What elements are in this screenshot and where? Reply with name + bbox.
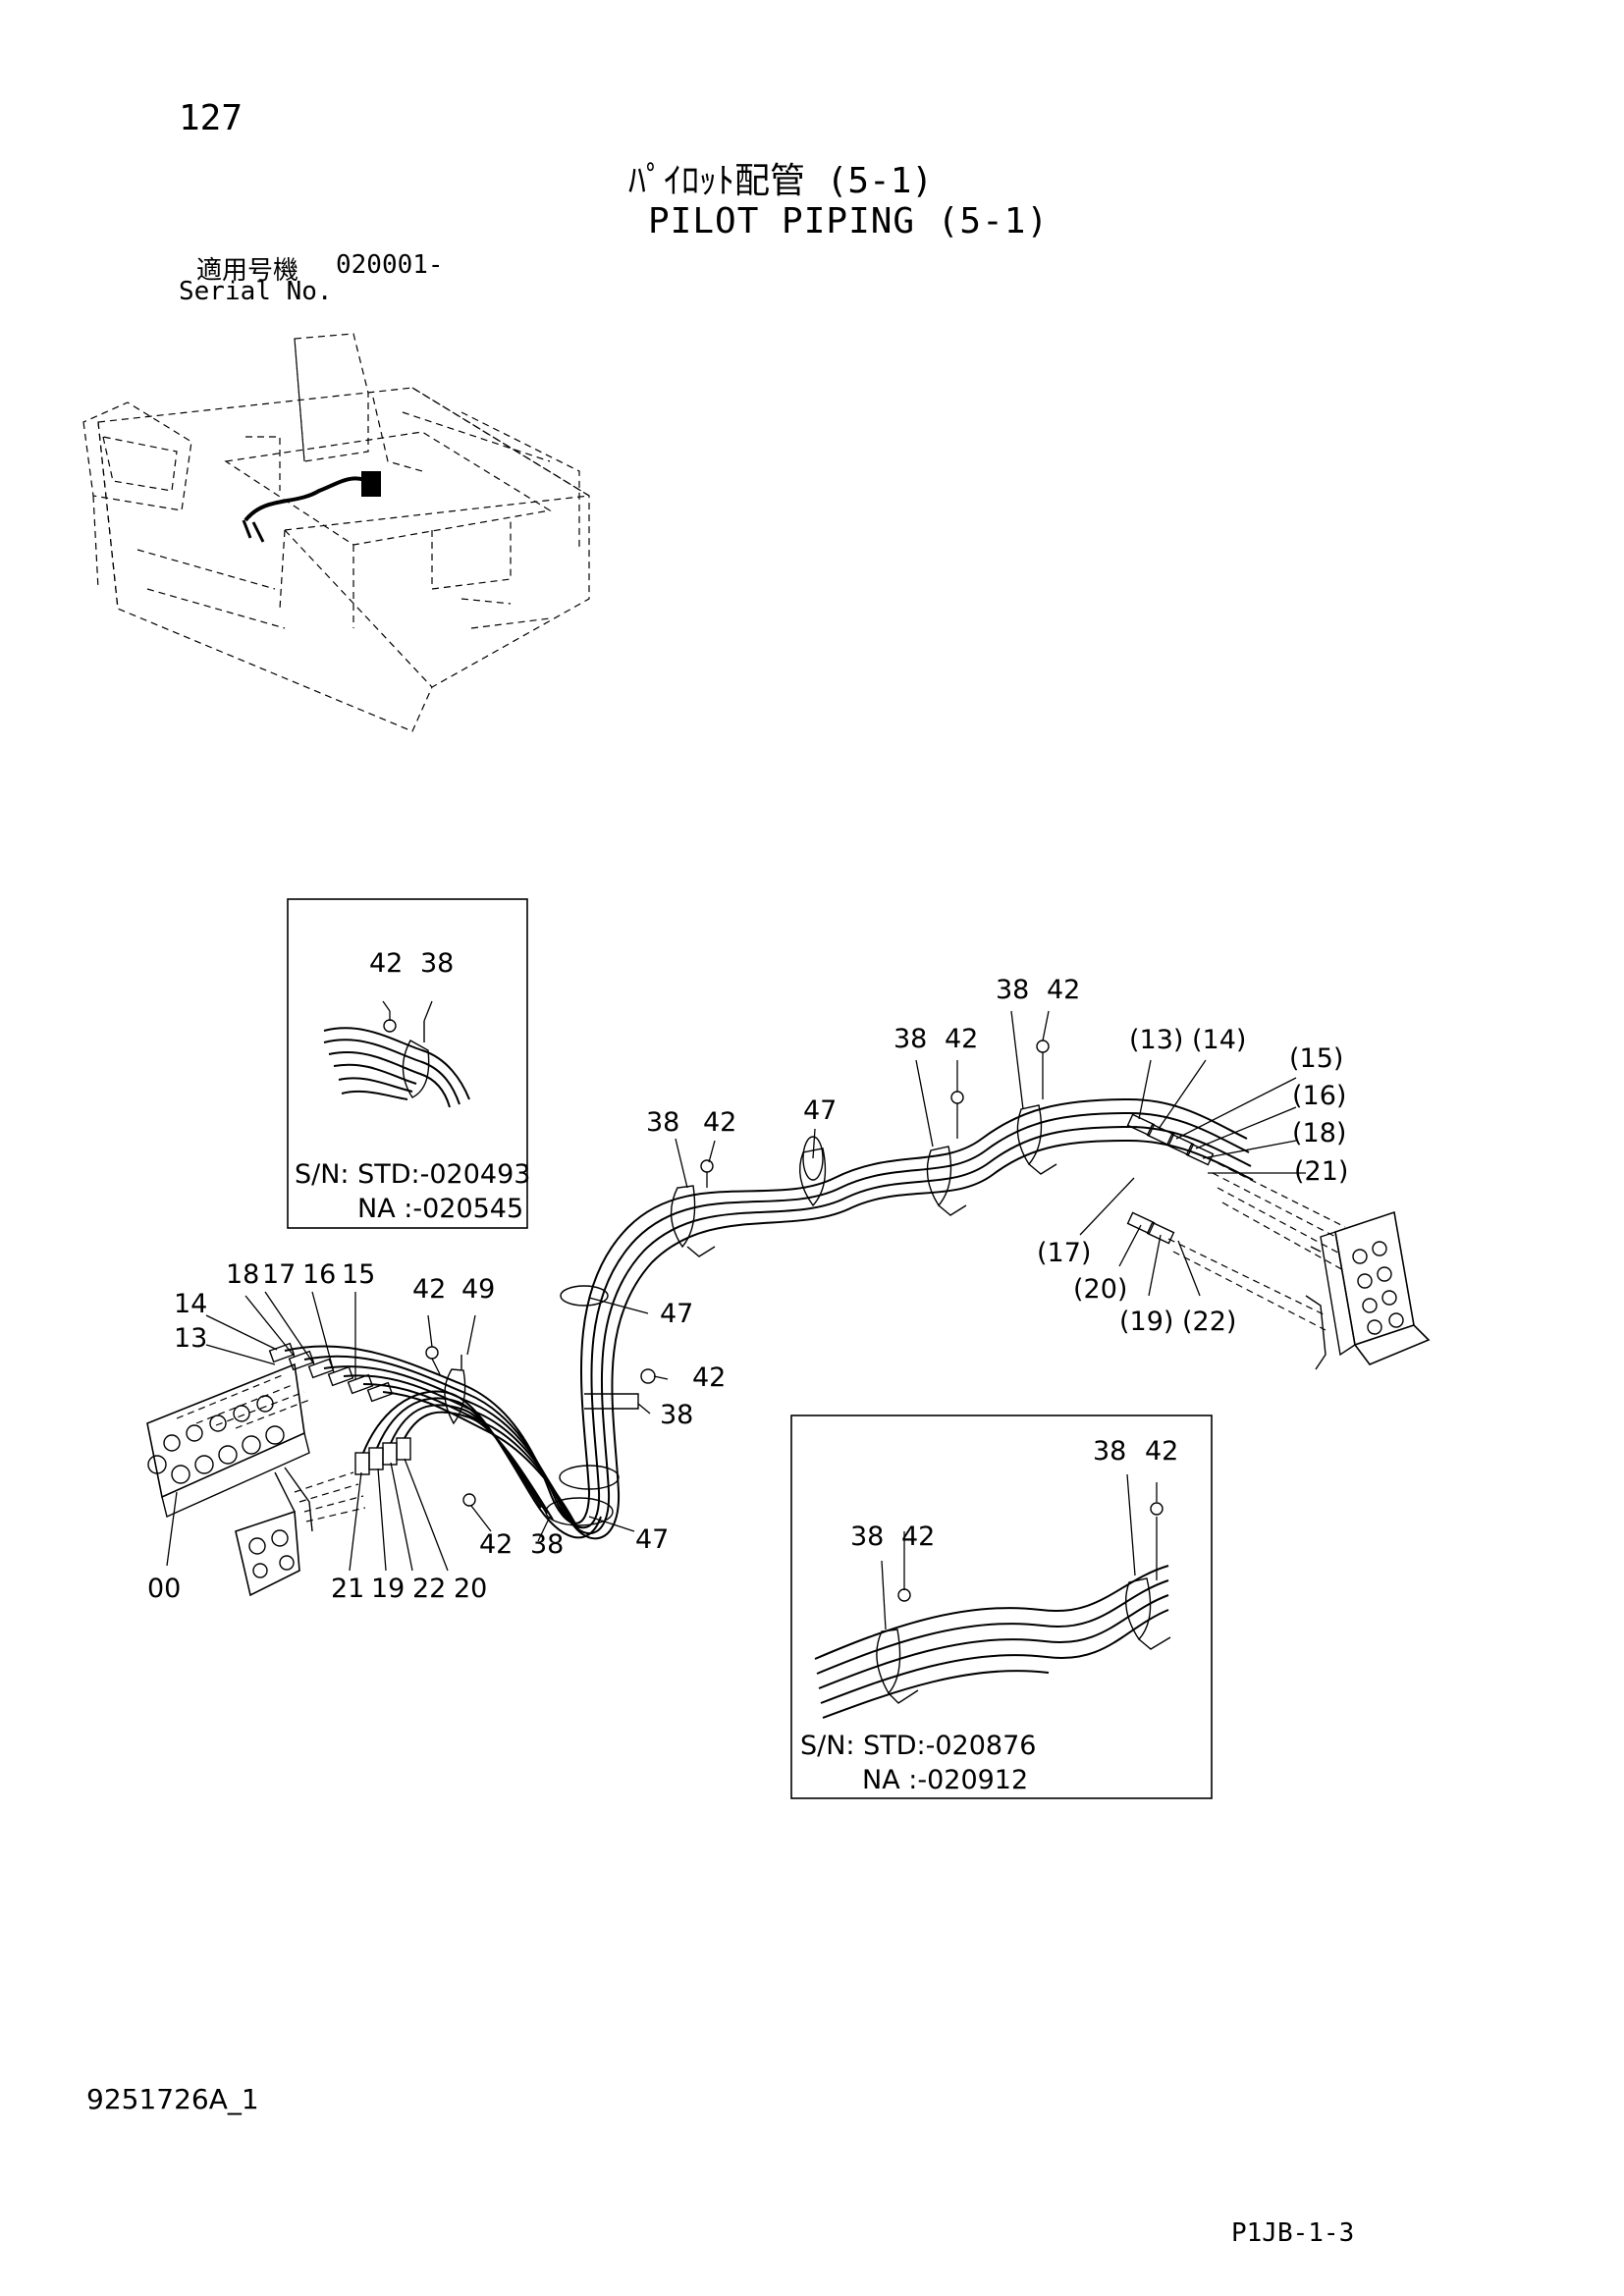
leader-lines xyxy=(166,1010,1306,1572)
hose-clamps xyxy=(444,1104,1057,1526)
hose-fittings-right xyxy=(1126,1113,1346,1331)
hose-bundle xyxy=(284,1097,1254,1540)
callout-15: (15) xyxy=(1289,1043,1343,1074)
inset-clamp-detail-early: 42 38 S/N: STD:-020493 NA :-020545 xyxy=(287,898,530,1229)
callout-49: 49 xyxy=(461,1274,495,1305)
callout-38: 38 xyxy=(996,975,1029,1005)
machine-overview-illustration xyxy=(82,333,590,732)
page-number: 127 xyxy=(179,98,244,138)
inset-serial-note: S/N: STD:-020876 xyxy=(800,1731,1036,1761)
inset-frame xyxy=(287,898,528,1229)
callout-16: 16 xyxy=(302,1259,336,1290)
callout-47: 47 xyxy=(635,1524,669,1555)
callout-21: (21) xyxy=(1294,1156,1348,1187)
inset-serial-note: NA :-020912 xyxy=(862,1765,1028,1795)
callout-47: 47 xyxy=(660,1299,693,1329)
callout-14: 14 xyxy=(174,1289,207,1319)
callout-21: 21 xyxy=(331,1574,364,1604)
inset-frame xyxy=(790,1415,1213,1799)
callout-13-14: (13) (14) xyxy=(1129,1025,1246,1055)
callout-22: 22 xyxy=(412,1574,446,1604)
inset-serial-note: S/N: STD:-020493 xyxy=(295,1159,530,1190)
callout-42: 42 xyxy=(703,1107,736,1138)
callout-16: (16) xyxy=(1292,1081,1346,1111)
callout-42: 42 xyxy=(1145,1436,1178,1467)
callout-38: 38 xyxy=(646,1107,679,1138)
page-code: P1JB-1-3 xyxy=(1231,2218,1355,2248)
callout-42: 42 xyxy=(479,1529,513,1560)
inset-serial-note: NA :-020545 xyxy=(357,1194,523,1224)
callout-38: 38 xyxy=(1093,1436,1126,1467)
callout-15: 15 xyxy=(342,1259,375,1290)
callout-47: 47 xyxy=(803,1095,837,1126)
callout-18: 18 xyxy=(226,1259,259,1290)
serial-number-value: 020001- xyxy=(336,250,444,280)
callout-42: 42 xyxy=(901,1522,935,1552)
pilot-piping-assembly: 18 17 16 15 14 13 00 42 49 21 19 22 20 4… xyxy=(146,975,1431,1604)
callout-38: 38 xyxy=(893,1024,927,1054)
title-japanese: ﾊﾟｲﾛｯﾄ配管 (5-1) xyxy=(628,161,934,201)
serial-label-english: Serial No. xyxy=(179,277,333,306)
callout-38: 38 xyxy=(660,1400,693,1430)
callout-19: 19 xyxy=(371,1574,405,1604)
callout-19-22: (19) (22) xyxy=(1119,1307,1236,1337)
callout-20: (20) xyxy=(1073,1274,1127,1305)
callout-42: 42 xyxy=(945,1024,978,1054)
callout-00: 00 xyxy=(147,1574,181,1604)
control-valve xyxy=(1305,1210,1431,1370)
document-code: 9251726A_1 xyxy=(86,2083,259,2115)
pilot-valve-block xyxy=(146,1362,305,1499)
callout-42: 42 xyxy=(1047,975,1080,1005)
callout-18: (18) xyxy=(1292,1118,1346,1148)
serial-label-japanese: 適用号機 xyxy=(196,256,299,286)
inset-clamp-detail-late: 38 42 38 42 S/N: STD:-020876 NA :-020912 xyxy=(790,1415,1213,1799)
callout-42: 42 xyxy=(692,1362,726,1393)
callout-42: 42 xyxy=(369,948,403,979)
callout-42: 42 xyxy=(412,1274,446,1305)
callout-17: 17 xyxy=(262,1259,296,1290)
callout-38: 38 xyxy=(420,948,454,979)
page-title: PILOT PIPING (5-1) xyxy=(648,201,1050,241)
callout-13: 13 xyxy=(174,1323,207,1354)
callout-20: 20 xyxy=(454,1574,487,1604)
callout-17: (17) xyxy=(1037,1238,1091,1268)
shuttle-valve-block xyxy=(235,1510,300,1597)
callout-38: 38 xyxy=(850,1522,884,1552)
callout-38: 38 xyxy=(530,1529,564,1560)
